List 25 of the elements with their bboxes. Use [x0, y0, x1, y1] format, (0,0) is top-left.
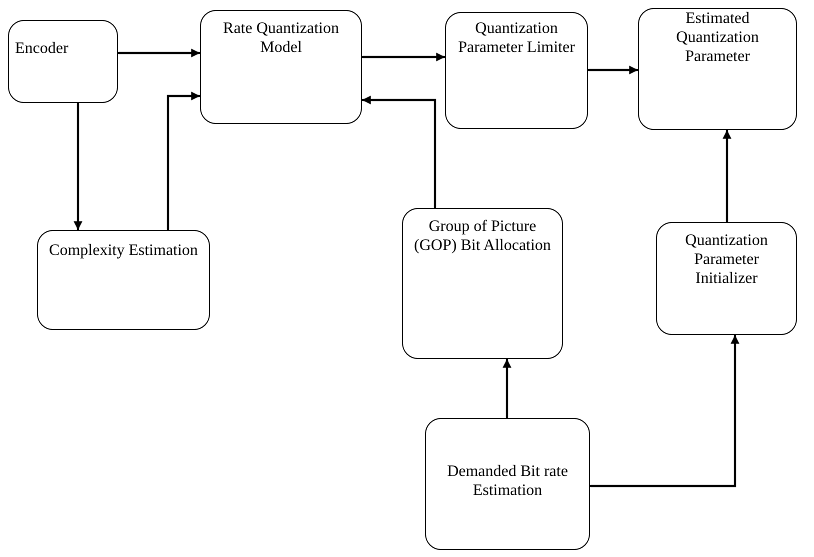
arrow — [502, 359, 512, 418]
process-box — [445, 12, 588, 129]
arrow — [588, 66, 638, 74]
arrow — [74, 103, 82, 230]
arrow — [362, 96, 436, 208]
box-label: Rate Quantization Model — [222, 19, 340, 57]
process-box — [656, 222, 797, 335]
arrow — [590, 335, 740, 488]
arrow — [166, 92, 200, 230]
process-box — [402, 208, 563, 359]
process-box — [37, 230, 210, 330]
arrow — [362, 52, 445, 62]
process-box — [200, 10, 362, 124]
box-label: Quantization Parameter Limiter — [457, 19, 576, 57]
process-box — [8, 20, 118, 103]
arrow — [722, 130, 732, 222]
box-label: Encoder — [15, 39, 68, 58]
box-label: Estimated Quantization Parameter — [675, 9, 760, 66]
arrow — [118, 48, 200, 58]
box-label: Quantization Parameter Initializer — [684, 231, 769, 288]
box-label: Demanded Bit rate Estimation — [446, 462, 569, 500]
box-label: Complexity Estimation — [49, 241, 198, 260]
box-label: Group of Picture (GOP) Bit Allocation — [413, 217, 552, 255]
process-box — [638, 8, 797, 130]
process-box — [425, 418, 590, 550]
